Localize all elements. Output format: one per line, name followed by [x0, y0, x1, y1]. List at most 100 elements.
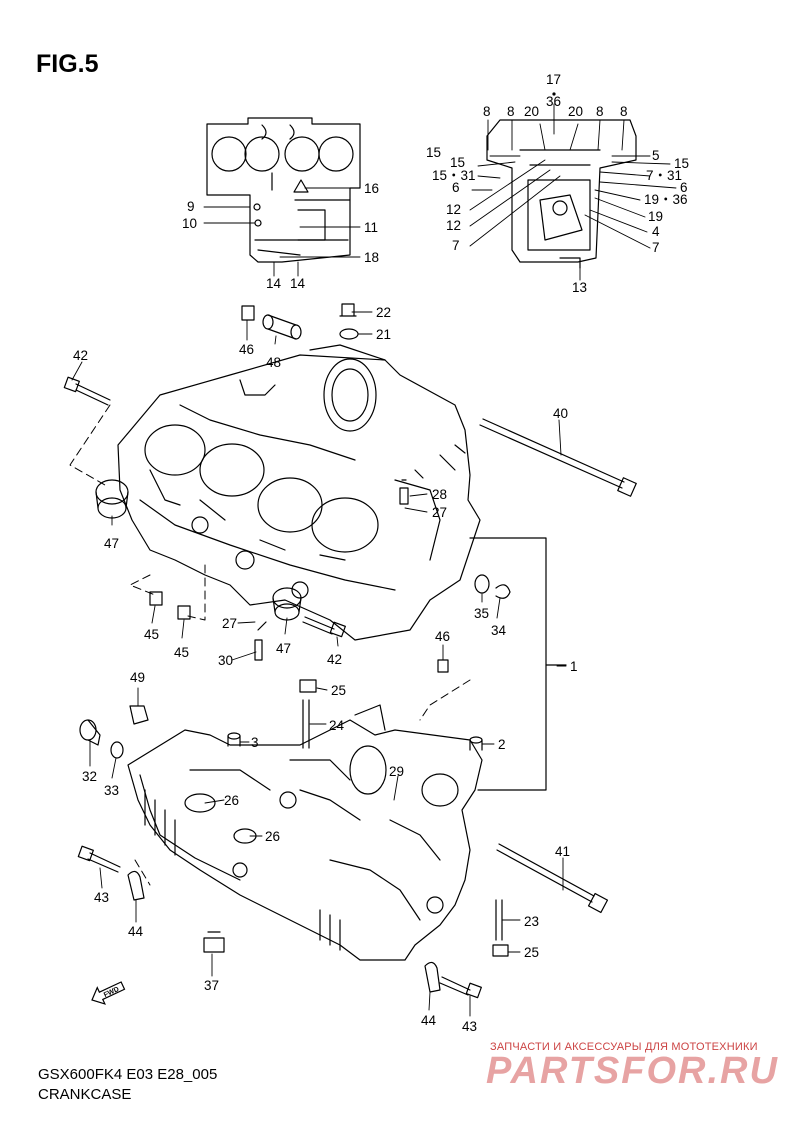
callout-19: 19: [648, 209, 663, 224]
bracket-44-left: [127, 870, 145, 901]
callout-4: 4: [652, 224, 660, 239]
callout-29: 29: [389, 764, 404, 779]
nut-45-b: [177, 605, 191, 620]
bolt-41: [496, 843, 609, 914]
callout-46-lower: 46: [435, 629, 450, 644]
callout-17: 17: [546, 72, 561, 87]
callout-42-lower: 42: [327, 652, 342, 667]
bearing-47-lower: [272, 587, 302, 621]
callout-43-right: 43: [462, 1019, 477, 1034]
callout-20-b: 20: [568, 104, 583, 119]
plug-22: [339, 303, 357, 317]
callout-22: 22: [376, 305, 391, 320]
nut-45-a: [149, 591, 163, 606]
callout-8-c: 8: [596, 104, 604, 119]
lower-crankcase: [127, 704, 483, 961]
model-code: GSX600FK4 E03 E28_005: [38, 1066, 218, 1083]
callout-34: 34: [491, 623, 507, 638]
clamp-49: [129, 705, 149, 725]
bolt-42-lower: [302, 616, 346, 638]
bolt-43-right: [439, 976, 482, 999]
callout-13: 13: [572, 280, 587, 295]
callout-32: 32: [82, 769, 97, 784]
callout-19-36: 19・36: [644, 192, 688, 207]
callout-6-b: 6: [680, 180, 688, 195]
assembly-bracket-1: [469, 537, 547, 791]
callout-15-b: 15: [450, 155, 465, 170]
bracket-44-right: [424, 961, 441, 993]
nut-25-lower: [492, 944, 509, 957]
callout-8-a: 8: [483, 104, 491, 119]
callout-21: 21: [376, 327, 391, 342]
callout-48: 48: [266, 355, 281, 370]
bolt-40: [479, 418, 637, 497]
watermark-logo: PARTSFOR.RU: [486, 1050, 779, 1092]
callout-35: 35: [474, 606, 489, 621]
cap-37: [203, 931, 225, 953]
fwd-label: FWD: [103, 986, 120, 999]
callout-12-b: 12: [446, 218, 461, 233]
upper-crankcase: [117, 344, 481, 641]
callout-33: 33: [104, 783, 119, 798]
callout-10: 10: [182, 216, 197, 231]
callout-3: 3: [251, 735, 259, 750]
callout-6-a: 6: [452, 180, 460, 195]
bolt-43-left: [77, 845, 121, 873]
plug-32: [79, 719, 101, 746]
figure-title: FIG.5: [36, 50, 99, 78]
callout-42-upper: 42: [73, 348, 88, 363]
stud-24: [302, 699, 310, 749]
callout-15-31: 15・31: [432, 168, 476, 183]
forward-arrow-badge: FWD: [91, 981, 126, 1005]
callout-14-b: 14: [290, 276, 306, 291]
callout-20-a: 20: [524, 104, 539, 119]
callout-numbers: 17 36 8 8 20 20 8 8 15 15 15・31 6 12 12 …: [73, 72, 689, 1034]
callout-1: 1: [570, 659, 578, 674]
callout-44-right: 44: [421, 1013, 437, 1028]
callout-45-b: 45: [174, 645, 189, 660]
nut-25-upper: [299, 679, 317, 693]
callout-25-lower: 25: [524, 945, 539, 960]
clip-34: [495, 584, 511, 599]
callout-5: 5: [652, 148, 660, 163]
callout-45-a: 45: [144, 627, 159, 642]
callout-28: 28: [432, 487, 447, 502]
callout-15-a: 15: [426, 145, 441, 160]
callout-30: 30: [218, 653, 233, 668]
leader-lines: [71, 103, 677, 1017]
watermark-tagline: ЗАПЧАСТИ И АКСЕССУАРЫ ДЛЯ МОТОТЕХНИКИ: [490, 1041, 758, 1053]
jet-30-27: [254, 621, 267, 661]
callout-14-a: 14: [266, 276, 282, 291]
callout-16: 16: [364, 181, 379, 196]
callout-11: 11: [364, 220, 378, 235]
callout-43-left: 43: [94, 890, 109, 905]
callout-47-upper: 47: [104, 536, 119, 551]
callout-18: 18: [364, 250, 379, 265]
dowel-2: [469, 736, 483, 751]
callout-8-d: 8: [620, 104, 628, 119]
diagram-name: CRANKCASE: [38, 1086, 132, 1103]
upper-case-top-view-left: [206, 117, 361, 263]
exploded-guide-lines: [69, 404, 471, 886]
oring-35: [474, 574, 490, 594]
callout-12-a: 12: [446, 202, 461, 217]
callout-24: 24: [329, 718, 345, 733]
callout-26-a: 26: [224, 793, 239, 808]
callout-7-b: 7: [652, 240, 660, 255]
callout-37: 37: [204, 978, 219, 993]
callout-46-upper: 46: [239, 342, 254, 357]
callout-26-b: 26: [265, 829, 280, 844]
stud-23: [495, 899, 503, 941]
dowel-3: [227, 732, 241, 747]
callout-44-left: 44: [128, 924, 144, 939]
callout-7-31: 7・31: [646, 168, 682, 183]
callout-7-a: 7: [452, 238, 460, 253]
callout-2: 2: [498, 737, 506, 752]
callout-47-lower: 47: [276, 641, 291, 656]
callout-40: 40: [553, 406, 568, 421]
callout-9: 9: [187, 199, 195, 214]
callout-23: 23: [524, 914, 539, 929]
callout-41: 41: [555, 844, 570, 859]
washer-21: [339, 328, 359, 340]
